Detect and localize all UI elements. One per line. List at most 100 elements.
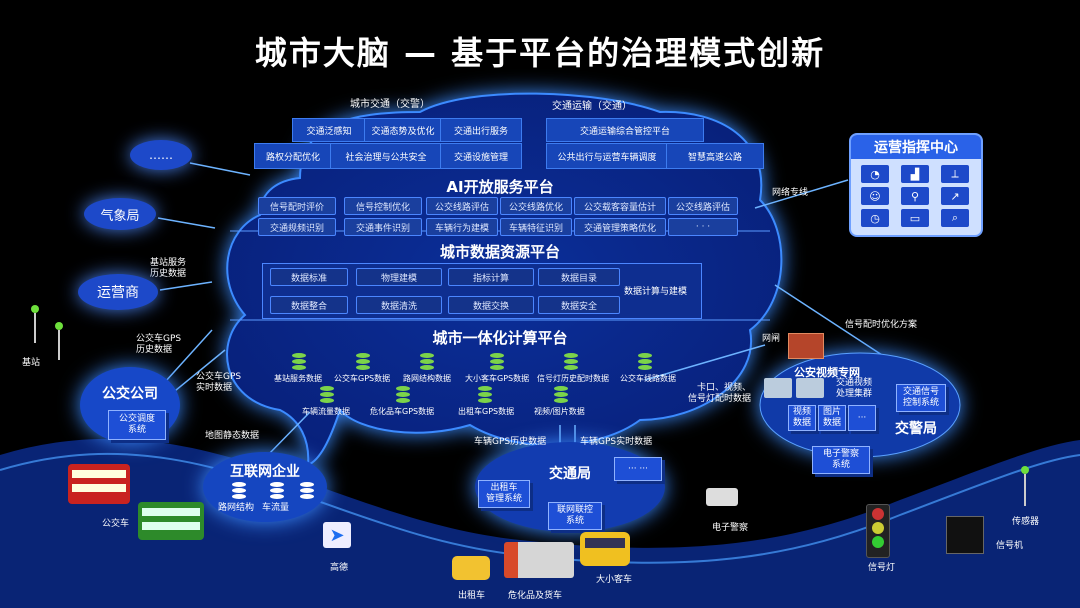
e-police-label: 电子警察 bbox=[712, 523, 749, 533]
data-item: 指标计算 bbox=[448, 268, 534, 286]
transport-item: 智慧高速公路 bbox=[666, 143, 764, 169]
road-network-label: 路网结构 bbox=[218, 503, 255, 513]
bus-gps-rt-label: 公交车GPS 实时数据 bbox=[196, 372, 242, 393]
ai-item: 车辆特征识别 bbox=[500, 218, 572, 236]
ai-item: 交通管理策略优化 bbox=[574, 218, 666, 236]
server-icon bbox=[796, 378, 824, 398]
base-station-icon bbox=[28, 305, 42, 345]
database-icon bbox=[300, 482, 314, 500]
compute-item: 车辆流量数据 bbox=[302, 407, 350, 416]
ai-item: 信号控制优化 bbox=[344, 197, 422, 215]
line-chart-icon: ⟂ bbox=[941, 165, 969, 183]
compute-item: 视频/图片数据 bbox=[534, 407, 585, 416]
truck-label: 危化品及货车 bbox=[508, 591, 563, 601]
video-cluster-label: 交通视频 处理集群 bbox=[836, 378, 873, 399]
gauge-icon: ◷ bbox=[861, 209, 889, 227]
ai-item: 交通规频识别 bbox=[258, 218, 336, 236]
compute-item: 公交车线路数据 bbox=[620, 374, 676, 383]
ai-item: 公交线路评估 bbox=[668, 197, 738, 215]
database-icon bbox=[638, 353, 652, 371]
pie-chart-icon: ◔ bbox=[861, 165, 889, 183]
database-icon bbox=[292, 353, 306, 371]
more-data: ··· bbox=[848, 405, 876, 431]
server-icon bbox=[764, 378, 792, 398]
traffic-flow-label: 车流量 bbox=[262, 503, 290, 513]
base-station-label: 基站 bbox=[22, 358, 41, 368]
base-station-icon bbox=[52, 322, 66, 362]
signal-control-system: 交通信号 控制系统 bbox=[896, 384, 946, 412]
compute-item: 路网结构数据 bbox=[403, 374, 451, 383]
data-item: 数据交换 bbox=[448, 296, 534, 314]
network-control-system: 联网联控 系统 bbox=[548, 502, 602, 530]
compute-item: 公交车GPS数据 bbox=[334, 374, 391, 383]
traffic-item: 路权分配优化 bbox=[254, 143, 332, 169]
data-item: 数据目录 bbox=[538, 268, 620, 286]
transport-bureau: 交通局 bbox=[549, 466, 591, 482]
traffic-item: 交通设施管理 bbox=[440, 143, 522, 169]
traffic-police-label: 城市交通（交警） bbox=[350, 99, 430, 110]
weather-bureau: 气象局 bbox=[84, 198, 156, 230]
gps-hist-label: 车辆GPS历史数据 bbox=[474, 437, 547, 447]
ai-platform-title: AI开放服务平台 bbox=[446, 178, 554, 196]
signal-controller-icon bbox=[946, 516, 984, 554]
database-icon bbox=[320, 386, 334, 404]
database-icon bbox=[232, 482, 246, 500]
ellipsis-bubble: …… bbox=[130, 140, 192, 170]
compute-platform-title: 城市一体化计算平台 bbox=[432, 329, 568, 347]
transport-item: 公共出行与运营车辆调度 bbox=[546, 143, 668, 169]
amap-label: 高德 bbox=[330, 563, 349, 573]
gateway-label: 网闸 bbox=[762, 334, 781, 344]
sensor-icon bbox=[1018, 466, 1032, 510]
traffic-light-icon bbox=[866, 504, 890, 558]
compute-item: 出租车GPS数据 bbox=[458, 407, 515, 416]
truck-icon bbox=[504, 542, 574, 578]
signal-light-label: 信号灯 bbox=[868, 563, 896, 573]
bus-gps-hist-label: 公交车GPS 历史数据 bbox=[136, 334, 182, 355]
ai-item: · · · bbox=[668, 218, 738, 236]
firewall-icon bbox=[788, 333, 824, 359]
database-icon bbox=[564, 353, 578, 371]
data-item: 数据清洗 bbox=[356, 296, 442, 314]
data-platform-title: 城市数据资源平台 bbox=[439, 243, 560, 261]
traffic-item: 交通泛感知 bbox=[292, 118, 366, 142]
transport-item: 交通运输综合管控平台 bbox=[546, 118, 704, 142]
data-item: 数据安全 bbox=[538, 296, 620, 314]
bus-dispatch-system: 公交调度 系统 bbox=[108, 410, 166, 440]
amap-icon: ➤ bbox=[323, 522, 351, 548]
data-item: 数据标准 bbox=[270, 268, 348, 286]
bus-label: 公交车 bbox=[102, 519, 130, 529]
database-icon bbox=[420, 353, 434, 371]
database-icon bbox=[270, 482, 284, 500]
van-icon bbox=[580, 532, 630, 566]
ai-item: 公交载客容量估计 bbox=[574, 197, 666, 215]
transport-more: ··· ··· bbox=[614, 457, 662, 481]
network-line-label: 网络专线 bbox=[772, 188, 809, 198]
ai-item: 车辆行为建模 bbox=[426, 218, 498, 236]
database-icon bbox=[396, 386, 410, 404]
operator: 运营商 bbox=[78, 274, 158, 310]
operator-link-label: 基站服务 历史数据 bbox=[150, 258, 187, 279]
traffic-item: 社会治理与公共安全 bbox=[330, 143, 442, 169]
taxi-label: 出租车 bbox=[458, 591, 486, 601]
signal-machine-label: 信号机 bbox=[996, 541, 1024, 551]
bus-company: 公交公司 bbox=[102, 386, 158, 402]
database-icon bbox=[356, 353, 370, 371]
database-icon bbox=[490, 353, 504, 371]
police-video-network-title: 公安视频专网 bbox=[794, 366, 860, 379]
internet-companies: 互联网企业 bbox=[230, 464, 300, 480]
traffic-item: 交通态势及优化 bbox=[364, 118, 442, 142]
bus-small-label: 大小客车 bbox=[596, 575, 633, 585]
trend-icon: ↗ bbox=[941, 187, 969, 205]
bus-icon bbox=[138, 502, 204, 540]
ai-item: 交通事件识别 bbox=[344, 218, 422, 236]
search-icon: ⌕ bbox=[941, 209, 969, 227]
compute-item: 基站服务数据 bbox=[274, 374, 322, 383]
police-bureau: 交警局 bbox=[895, 421, 937, 437]
data-item: 物理建模 bbox=[356, 268, 442, 286]
camera-icon bbox=[706, 488, 738, 506]
ai-item: 信号配时评价 bbox=[258, 197, 336, 215]
transport-label: 交通运输（交通） bbox=[552, 101, 632, 112]
compute-item: 危化品车GPS数据 bbox=[370, 407, 435, 416]
compute-item: 信号灯历史配时数据 bbox=[537, 374, 609, 383]
ops-center-title: 运营指挥中心 bbox=[851, 135, 981, 159]
